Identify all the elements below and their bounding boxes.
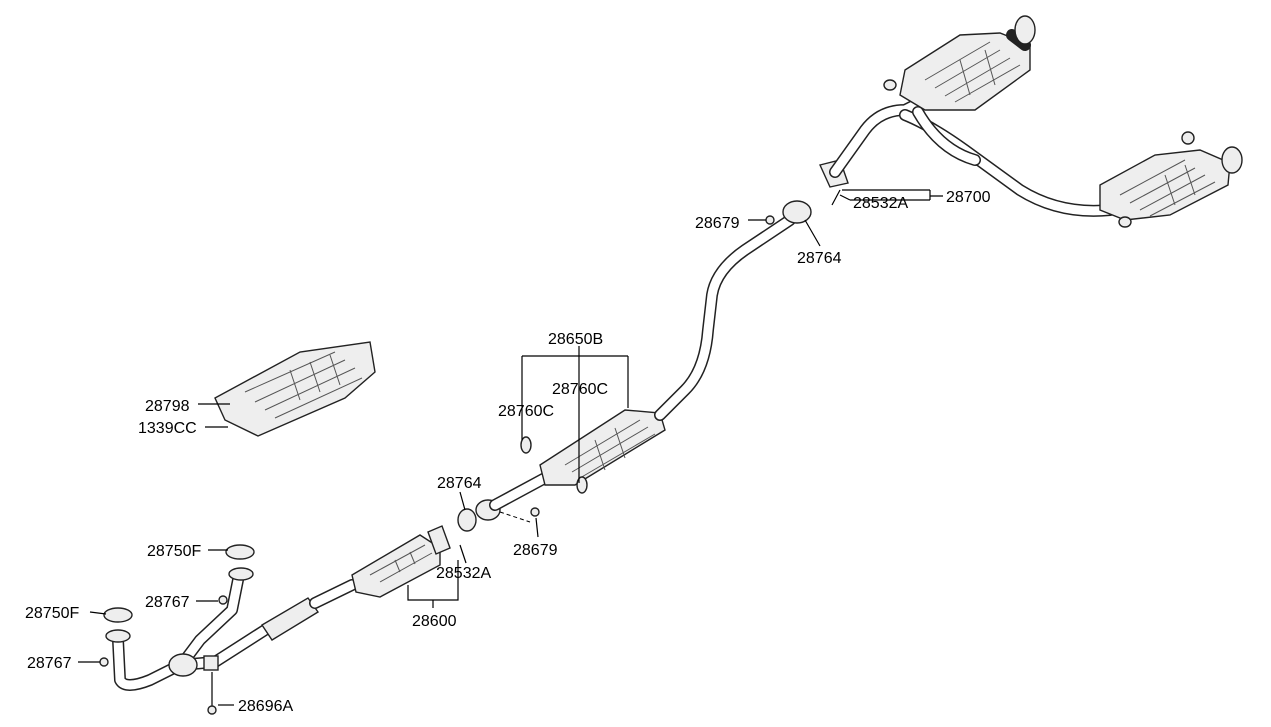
label-28767-a: 28767 [145, 594, 190, 611]
label-28760C-b: 28760C [498, 403, 554, 420]
label-28764-rear: 28764 [797, 250, 842, 267]
label-28750F-a: 28750F [147, 543, 201, 560]
center-pipe-28650B[interactable] [457, 200, 812, 532]
label-1339CC: 1339CC [138, 420, 197, 437]
heat-shield-28798[interactable] [214, 341, 376, 437]
label-28696A: 28696A [238, 698, 293, 715]
label-28700: 28700 [946, 189, 991, 206]
label-28764-mid: 28764 [437, 475, 482, 492]
rear-muffler-28700[interactable] [819, 15, 1243, 228]
label-28650B: 28650B [548, 331, 603, 348]
label-28600: 28600 [412, 613, 457, 630]
label-28679-rear: 28679 [695, 215, 740, 232]
front-pipe-28600[interactable] [112, 525, 451, 715]
leader-lines [78, 189, 943, 706]
label-28679-mid: 28679 [513, 542, 558, 559]
label-28532A-rear: 28532A [853, 195, 908, 212]
label-28750F-b: 28750F [25, 605, 79, 622]
gasket-28750F[interactable] [99, 544, 255, 667]
label-28798: 28798 [145, 398, 190, 415]
label-28532A-front: 28532A [436, 565, 491, 582]
label-28767-b: 28767 [27, 655, 72, 672]
label-28760C-a: 28760C [552, 381, 608, 398]
